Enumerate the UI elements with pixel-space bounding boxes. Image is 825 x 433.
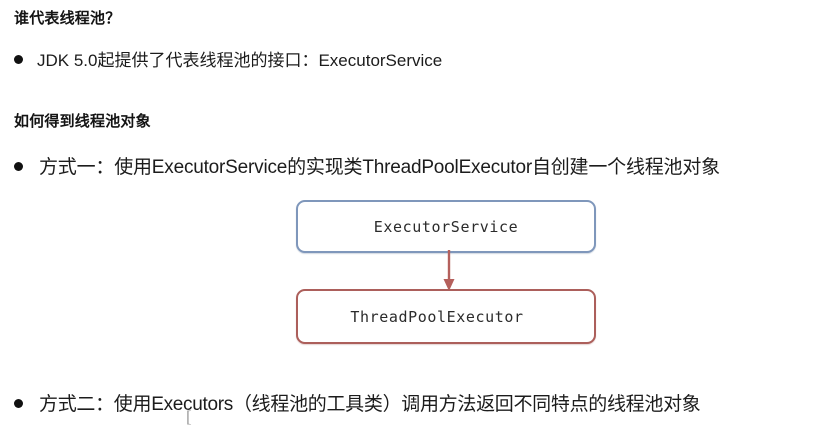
section-heading-how-to-get-thread-pool-object: 如何得到线程池对象 [14,113,151,130]
bullet-dot-icon [14,162,23,171]
class-hierarchy-diagram: ExecutorService ThreadPoolExecutor [294,198,604,353]
diagram-node-threadpoolexecutor: ThreadPoolExecutor [296,289,596,344]
bullet-item-jdk-executorservice: JDK 5.0起提供了代表线程池的接口：ExecutorService [14,46,442,71]
bullet-dot-icon [14,399,23,408]
bullet-item-way-two: 方式二：使用Executors（线程池的工具类）调用方法返回不同特点的线程池对象 [14,389,701,416]
diagram-node-executorservice: ExecutorService [296,200,596,253]
diagram-node-label: ExecutorService [373,217,519,236]
bullet-item-label: 方式一：使用ExecutorService的实现类ThreadPoolExecu… [39,157,720,178]
bullet-item-label: JDK 5.0起提供了代表线程池的接口：ExecutorService [37,51,443,70]
bullet-dot-icon [14,55,23,64]
stray-bracket-artifact: [ [186,407,192,426]
bullet-item-way-one: 方式一：使用ExecutorService的实现类ThreadPoolExecu… [14,152,720,179]
diagram-node-label: ThreadPoolExecutor [350,307,524,326]
diagram-arrow-down-icon [443,250,455,291]
section-heading-who-represents-thread-pool: 谁代表线程池？ [14,10,121,27]
bullet-item-label: 方式二：使用Executors（线程池的工具类）调用方法返回不同特点的线程池对象 [39,394,701,415]
